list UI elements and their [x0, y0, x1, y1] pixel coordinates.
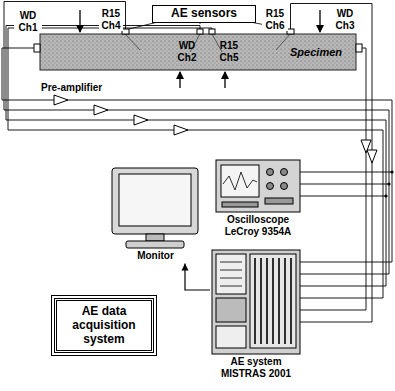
sensor-label: WD Ch1	[14, 10, 42, 33]
sensor-label: R15 Ch5	[216, 40, 242, 63]
monitor: Monitor	[108, 165, 203, 264]
device-label: Oscilloscope LeCroy 9354A	[212, 214, 304, 237]
sensor-label: R15 Ch4	[99, 8, 123, 31]
sensor-group-box: AE sensors	[152, 5, 256, 23]
device-label: Monitor	[137, 250, 174, 262]
sensor-label: R15 Ch6	[262, 8, 288, 31]
component-label: Pre-amplifier	[40, 82, 103, 94]
specimen-bar: Specimen	[40, 34, 356, 70]
system-title-box: AE data acquisition system	[54, 298, 154, 353]
sensor-label: WD Ch3	[331, 8, 359, 31]
node-title: AE sensors	[171, 7, 237, 21]
sensor-label: WD Ch2	[176, 40, 198, 63]
node-title: Specimen	[290, 46, 342, 59]
signal-arrow	[182, 264, 211, 291]
device-label: AE system MISTRAS 2001	[210, 356, 302, 379]
node-title: AE data acquisition system	[63, 305, 145, 346]
ae-system-rack: AE system MISTRAS 2001	[210, 248, 302, 381]
oscilloscope: Oscilloscope LeCroy 9354A	[212, 156, 304, 239]
